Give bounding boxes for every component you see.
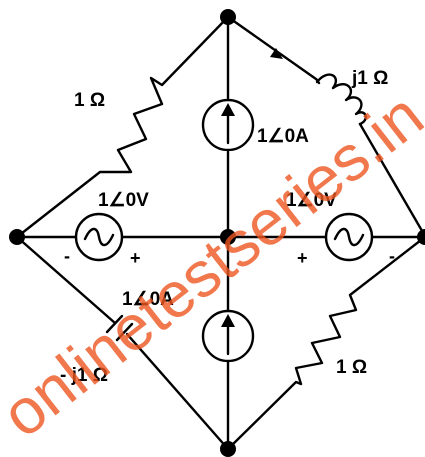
label-voltage-left: 1∠0V	[98, 190, 149, 211]
nodes	[9, 9, 425, 457]
ac-wave-icon	[83, 227, 115, 247]
node-bottom	[220, 441, 236, 457]
node-right	[417, 229, 425, 245]
wire-bottom-left-capacitor	[15, 235, 230, 451]
capacitor-neg-j1	[105, 314, 134, 342]
label-current-bottom: 1∠0A	[122, 289, 174, 310]
wire-top-right-inductor	[226, 15, 321, 85]
wire-inductor-to-right	[358, 122, 425, 238]
polarity-left-minus: -	[64, 246, 70, 266]
label-r-bottom-right: 1 Ω	[336, 357, 367, 378]
voltage-source-left	[74, 212, 124, 262]
label-c-bottom-left: - j1 Ω	[60, 365, 108, 386]
current-source-top	[201, 98, 255, 152]
node-left	[9, 229, 25, 245]
arrow-up-icon	[221, 103, 235, 116]
polarity-right-minus: -	[389, 246, 395, 266]
current-arrow-icon	[270, 48, 283, 59]
label-l-top-right: j1 Ω	[351, 68, 388, 89]
inductor-j1	[315, 73, 367, 126]
label-current-top: 1∠0A	[257, 126, 309, 147]
node-top	[220, 9, 236, 25]
voltage-source-right	[324, 212, 374, 262]
label-r-top-left: 1 Ω	[74, 90, 105, 111]
polarity-right-plus: +	[297, 248, 308, 268]
ac-wave-icon	[333, 227, 365, 247]
label-voltage-right: 1∠0V	[286, 190, 337, 211]
wire-top-left-resistor	[15, 15, 230, 239]
wire-bottom-right-resistor	[226, 235, 425, 451]
arrow-up-icon	[221, 314, 235, 327]
polarity-left-plus: +	[130, 248, 141, 268]
node-center	[220, 229, 236, 245]
current-source-bottom	[201, 309, 255, 363]
